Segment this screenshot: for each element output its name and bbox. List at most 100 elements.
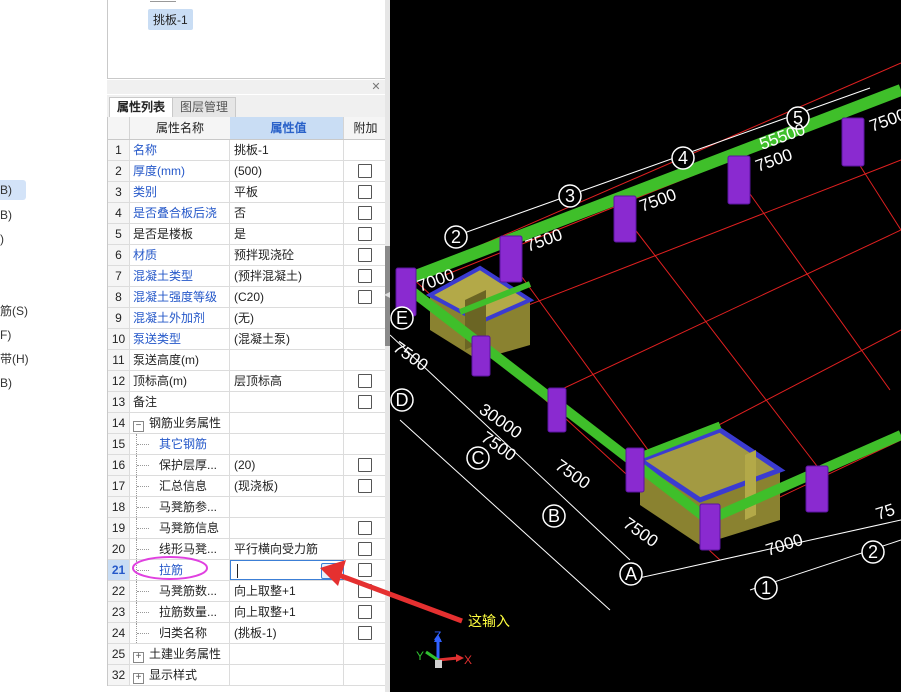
- row-extra-cell: [344, 308, 387, 328]
- row-value[interactable]: 层顶标高: [230, 371, 344, 391]
- attach-checkbox[interactable]: [358, 374, 372, 388]
- row-value[interactable]: [230, 434, 344, 454]
- tree-node-selected[interactable]: 挑板-1: [148, 9, 193, 30]
- attach-checkbox[interactable]: [358, 164, 372, 178]
- row-value[interactable]: [230, 392, 344, 412]
- left-menu-item[interactable]: B): [0, 208, 12, 222]
- splitter-handle[interactable]: [385, 246, 390, 346]
- row-value[interactable]: [230, 413, 344, 433]
- attach-checkbox[interactable]: [358, 521, 372, 535]
- row-number: 25: [108, 644, 130, 664]
- row-value[interactable]: (现浇板): [230, 476, 344, 496]
- attach-checkbox[interactable]: [358, 290, 372, 304]
- attach-checkbox[interactable]: [358, 563, 372, 577]
- left-menu-item[interactable]: F): [0, 328, 12, 342]
- attach-checkbox[interactable]: [358, 542, 372, 556]
- property-row[interactable]: 32+显示样式: [108, 665, 387, 686]
- 3d-viewport[interactable]: 2 3 4 5 E D C B A 1 2 7000 7500 7500 555…: [390, 0, 901, 692]
- attach-checkbox[interactable]: [358, 458, 372, 472]
- expand-icon[interactable]: +: [133, 673, 144, 684]
- left-menu-item[interactable]: B): [0, 376, 12, 390]
- tab-property-list[interactable]: 属性列表: [109, 97, 174, 117]
- row-value[interactable]: 向上取整+1: [230, 602, 344, 622]
- row-value[interactable]: (挑板-1): [230, 623, 344, 643]
- row-value[interactable]: [230, 665, 344, 685]
- grid-header: 属性名称 属性值 附加: [108, 117, 387, 140]
- attach-checkbox[interactable]: [358, 395, 372, 409]
- row-value[interactable]: 预拌现浇砼: [230, 245, 344, 265]
- row-value[interactable]: 平板: [230, 182, 344, 202]
- attach-checkbox[interactable]: [358, 626, 372, 640]
- attach-checkbox[interactable]: [358, 227, 372, 241]
- row-value[interactable]: (混凝土泵): [230, 329, 344, 349]
- attach-checkbox[interactable]: [358, 206, 372, 220]
- attach-checkbox[interactable]: [358, 479, 372, 493]
- row-value[interactable]: [230, 497, 344, 517]
- row-value[interactable]: (500): [230, 161, 344, 181]
- row-value[interactable]: [230, 350, 344, 370]
- row-name-cell: 线形马凳...: [130, 539, 230, 559]
- row-value[interactable]: 是: [230, 224, 344, 244]
- row-value[interactable]: (C20): [230, 287, 344, 307]
- row-number: 10: [108, 329, 130, 349]
- expand-icon[interactable]: +: [133, 652, 144, 663]
- row-value[interactable]: (20): [230, 455, 344, 475]
- row-value[interactable]: 向上取整+1: [230, 581, 344, 601]
- row-value[interactable]: [230, 644, 344, 664]
- property-row[interactable]: 25+土建业务属性: [108, 644, 387, 665]
- tab-layer-management[interactable]: 图层管理: [172, 97, 237, 117]
- row-value[interactable]: (无): [230, 308, 344, 328]
- attach-checkbox[interactable]: [358, 248, 372, 262]
- left-menu-item[interactable]: B): [0, 180, 26, 200]
- attach-checkbox[interactable]: [358, 584, 372, 598]
- close-icon[interactable]: ✕: [371, 81, 381, 93]
- row-extra-cell: [344, 266, 387, 286]
- row-value[interactable]: 平行横向受力筋: [230, 539, 344, 559]
- dim-label: 7500: [552, 456, 594, 493]
- left-menu-item[interactable]: 筋(S): [0, 304, 28, 318]
- property-row[interactable]: 14−钢筋业务属性: [108, 413, 387, 434]
- row-extra-cell: [344, 644, 387, 664]
- row-number: 8: [108, 287, 130, 307]
- collapse-icon[interactable]: −: [133, 421, 144, 432]
- collapse-arrow-icon[interactable]: ◀: [384, 290, 391, 299]
- row-value[interactable]: [230, 518, 344, 538]
- axis-label: 4: [678, 148, 688, 168]
- ellipsis-button[interactable]: ···: [321, 563, 341, 579]
- row-value[interactable]: 挑板-1: [230, 140, 344, 160]
- row-value[interactable]: 否: [230, 203, 344, 223]
- row-value[interactable]: (预拌混凝土): [230, 266, 344, 286]
- property-value-input[interactable]: ···: [230, 560, 344, 580]
- attach-checkbox[interactable]: [358, 605, 372, 619]
- left-menu-item[interactable]: 带(H): [0, 352, 29, 366]
- model-canvas[interactable]: 2 3 4 5 E D C B A 1 2 7000 7500 7500 555…: [390, 0, 901, 692]
- row-extra-cell: [344, 224, 387, 244]
- attach-checkbox[interactable]: [358, 185, 372, 199]
- attach-checkbox[interactable]: [358, 269, 372, 283]
- panel-splitter[interactable]: [385, 0, 390, 692]
- left-menu-item[interactable]: ): [0, 232, 4, 246]
